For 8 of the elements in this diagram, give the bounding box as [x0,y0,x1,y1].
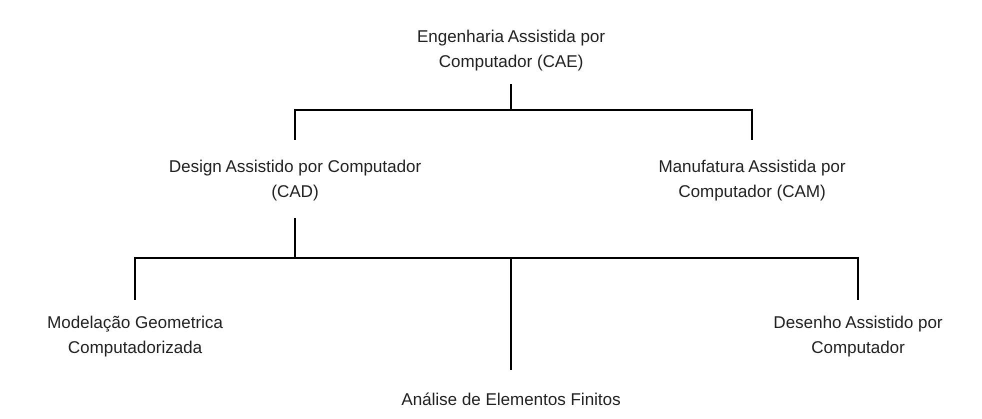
node-label: Análise de Elementos Finitos [401,389,621,411]
node-label: Modelação Geometrica Computadorizada [46,312,224,359]
node-label: Desenho Assistido por Computador [772,312,944,359]
connector-line [294,218,859,300]
node-label: Engenharia Assistida por Computador (CAE) [416,26,606,73]
node-label: Manufatura Assistida por Computador (CAM) [657,156,847,203]
node-label: Design Assistido por Computador (CAD) [168,156,422,203]
connector-line [510,84,753,140]
